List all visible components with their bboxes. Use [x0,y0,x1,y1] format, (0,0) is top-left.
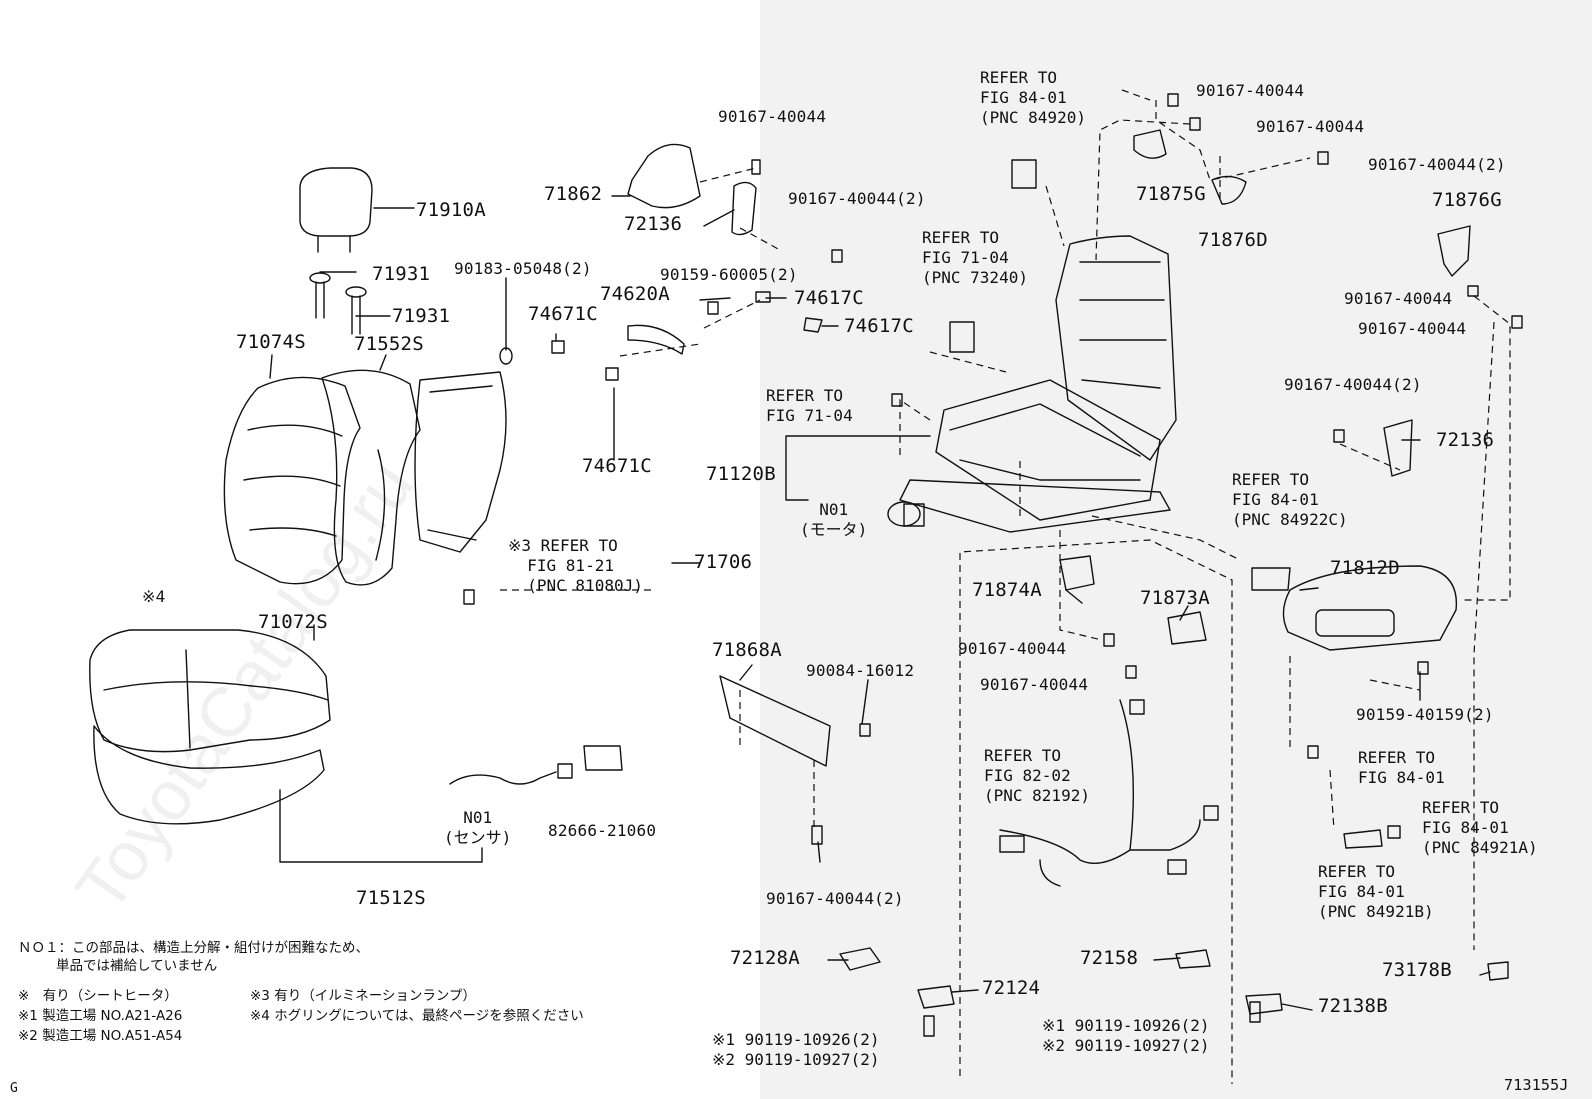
corner-mark: G [10,1081,19,1096]
refer-fig-71-04-73240: REFER TO FIG 71-04 (PNC 73240) [922,228,1028,287]
refer-fig-84-01-84920: REFER TO FIG 84-01 (PNC 84920) [980,68,1086,127]
part-74671C-b: 74671C [582,455,652,477]
part-72128A: 72128A [730,947,800,969]
part-71812D: 71812D [1330,557,1400,579]
n01-sensor: N01 (センサ) [444,808,512,847]
seatback-board-part [414,371,507,553]
part-74671C-a: 74671C [528,303,598,325]
part-90167-40044-2-r6: 90167-40044(2) [1284,375,1422,394]
refer-fig-84-01-84921A: REFER TO FIG 84-01 (PNC 84921A) [1422,798,1538,857]
hinge-cover-part [627,143,701,209]
seat-frame-part [899,235,1177,533]
part-90167-40044-r4: 90167-40044 [1344,289,1453,308]
part-90167-40044-2-a: 90167-40044(2) [788,189,926,208]
note-ref1: ※1 製造工場 NO.A21-A26 [18,1008,183,1024]
headrest-support-parts [309,272,367,335]
note-ref4: ※4 ホグリングについては、最終ページを参照ください [250,1008,584,1024]
part-71874A: 71874A [972,579,1042,601]
part-71512S: 71512S [356,887,426,909]
bolt-note-right: ※1 90119-10926(2) ※2 90119-10927(2) [1042,1016,1210,1055]
refer-fig-84-01-84922C: REFER TO FIG 84-01 (PNC 84922C) [1232,470,1348,529]
part-90183-05048: 90183-05048(2) [454,259,592,278]
refer-fig-84-01-a: REFER TO FIG 84-01 [1358,748,1445,787]
part-72138B: 72138B [1318,995,1388,1017]
refer-fig-81-21: ※3 REFER TO FIG 81-21 (PNC 81080J) [508,536,643,595]
headrest-part [299,167,373,253]
front-cover-part [719,675,831,767]
seatback-pad-part [321,369,421,586]
note-ref0: ※ 有り（シートヒータ） [18,988,178,1004]
right-panel-shade [760,0,1592,1099]
part-71873A: 71873A [1140,587,1210,609]
side-cover-part [731,181,757,236]
diagram-code: 713155J [1504,1076,1569,1094]
part-71074S: 71074S [236,331,306,353]
part-72158: 72158 [1080,947,1139,969]
part-71931-b: 71931 [392,305,451,327]
part-71072S: 71072S [258,611,328,633]
part-71120B: 71120B [706,463,776,485]
part-71875G: 71875G [1136,183,1206,205]
note-n01-line2: 単品では補給していません [56,958,218,974]
part-72136-b: 72136 [1436,429,1495,451]
part-90167-40044-r1: 90167-40044 [1196,81,1305,100]
refer-fig-71-04: REFER TO FIG 71-04 [766,386,853,425]
part-74620A: 74620A [600,283,670,305]
note-n01-line1: ＮＯ１：この部品は、構造上分解・組付けが困難なため、 [18,940,369,956]
part-71862: 71862 [544,183,603,205]
note-ref2: ※2 製造工場 NO.A51-A54 [18,1028,183,1044]
part-72124: 72124 [982,977,1041,999]
bolt-note-left: ※1 90119-10926(2) ※2 90119-10927(2) [712,1030,880,1069]
part-71876D: 71876D [1198,229,1268,251]
part-90167-40044-r5: 90167-40044 [1358,319,1467,338]
part-72136-a: 72136 [624,213,683,235]
side-shield-part [1282,565,1458,651]
refer-fig-82-02: REFER TO FIG 82-02 (PNC 82192) [984,746,1090,805]
part-90159-60005: 90159-60005(2) [660,265,798,284]
wire-harness-part [999,699,1219,887]
part-73178B: 73178B [1382,959,1452,981]
part-90167-40044-2-r3: 90167-40044(2) [1368,155,1506,174]
part-90167-40044-a: 90167-40044 [718,107,827,126]
part-90159-40159: 90159-40159(2) [1356,705,1494,724]
seat-cushion-cover-part [89,629,331,753]
screw-marks [463,93,1523,1037]
motor-part [887,501,925,527]
seat-cushion-pad-part [93,725,325,825]
note-ref3: ※3 有り（イルミネーションランプ） [250,988,477,1004]
part-90167-40044-2-b: 90167-40044(2) [766,889,904,908]
seatback-cover-part [223,376,361,585]
part-71910A: 71910A [416,199,486,221]
note-4-mark: ※4 [142,587,166,606]
part-90167-40044-b: 90167-40044 [958,639,1067,658]
part-71868A: 71868A [712,639,782,661]
part-90167-40044-c: 90167-40044 [980,675,1089,694]
part-82666-21060: 82666-21060 [548,821,657,840]
refer-fig-84-01-84921B: REFER TO FIG 84-01 (PNC 84921B) [1318,862,1434,921]
part-71706: 71706 [694,551,753,573]
part-74617C-a: 74617C [794,287,864,309]
part-90084-16012: 90084-16012 [806,661,915,680]
part-71876G: 71876G [1432,189,1502,211]
part-74617C-b: 74617C [844,315,914,337]
part-90167-40044-r2: 90167-40044 [1256,117,1365,136]
n01-motor: N01 (モータ) [800,500,868,539]
part-71931-a: 71931 [372,263,431,285]
part-71552S: 71552S [354,333,424,355]
